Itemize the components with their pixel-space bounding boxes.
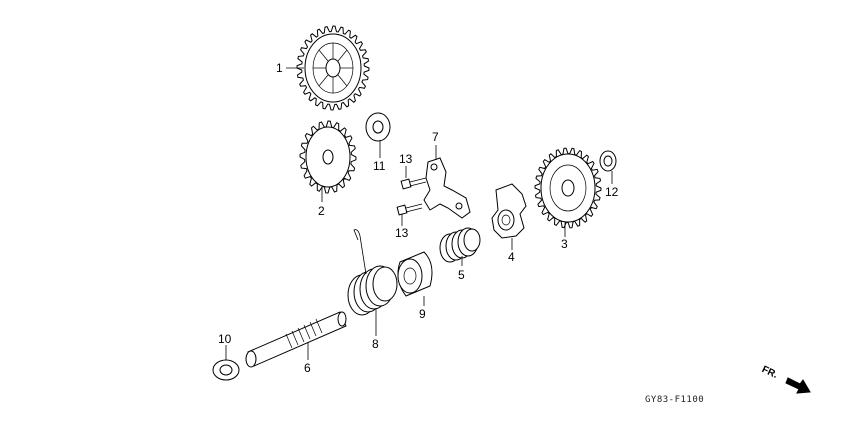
part-1-large-gear xyxy=(296,25,370,111)
callout-9: 9 xyxy=(419,307,426,321)
part-7-bracket xyxy=(423,157,471,219)
front-direction-indicator: FR. xyxy=(760,364,811,394)
part-3-gear xyxy=(534,147,602,229)
callout-12: 12 xyxy=(605,185,619,199)
callout-10: 10 xyxy=(218,332,232,346)
part-13-bolt-upper xyxy=(400,177,427,190)
callout-3: 3 xyxy=(561,237,568,251)
front-direction-label: FR. xyxy=(760,364,779,381)
part-10-washer xyxy=(212,359,240,381)
callout-8: 8 xyxy=(372,337,379,351)
callout-13-lower: 13 xyxy=(395,226,409,240)
callout-4: 4 xyxy=(508,250,515,264)
part-5-spring xyxy=(439,227,481,263)
part-9-collar xyxy=(397,251,433,297)
callout-13-upper: 13 xyxy=(399,152,413,166)
callout-5: 5 xyxy=(458,268,465,282)
part-8-kick-spring xyxy=(347,229,398,316)
front-direction-arrow-icon xyxy=(785,377,811,394)
part-6-spindle xyxy=(245,311,347,368)
callout-11: 11 xyxy=(373,159,386,173)
part-12-washer xyxy=(599,150,617,172)
callout-2: 2 xyxy=(318,204,325,218)
part-11-washer xyxy=(365,112,391,142)
diagram-code: GY83-F1100 xyxy=(645,395,704,405)
leader-lines xyxy=(225,67,613,360)
callout-6: 6 xyxy=(304,361,311,375)
callout-1: 1 xyxy=(276,61,283,75)
part-4-ratchet xyxy=(491,183,527,239)
part-13-bolt-lower xyxy=(396,203,423,216)
part-2-gear xyxy=(299,120,357,194)
callout-7: 7 xyxy=(432,130,439,144)
